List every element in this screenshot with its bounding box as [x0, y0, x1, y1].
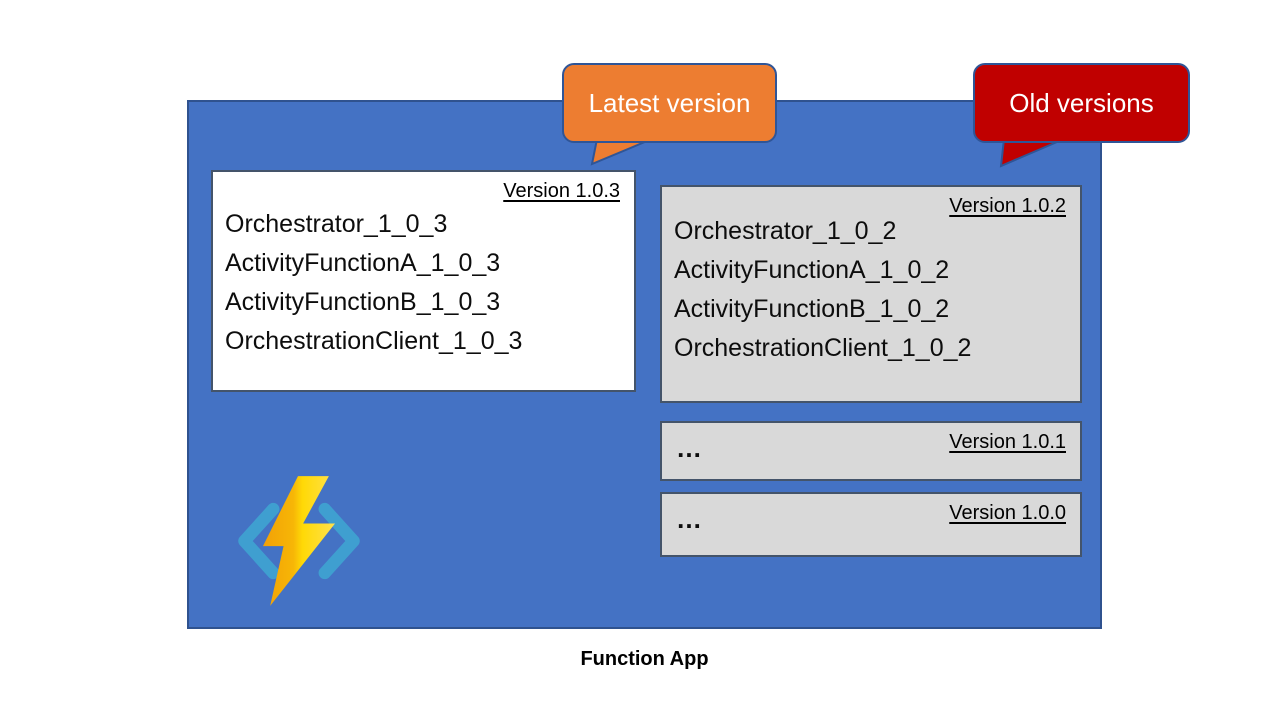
version-label: Version 1.0.2 — [949, 195, 1066, 217]
function-name: ActivityFunctionA_1_0_3 — [225, 249, 501, 277]
latest-version-callout: Latest version — [562, 63, 777, 143]
ellipsis-text: … — [676, 504, 704, 534]
function-list: Orchestrator_1_0_3 ActivityFunctionA_1_0… — [213, 203, 634, 361]
version-1-0-1-box: Version 1.0.1 … — [660, 421, 1082, 481]
version-label: Version 1.0.1 — [949, 431, 1066, 453]
lightning-bolt-icon — [262, 476, 336, 606]
left-bracket-icon — [238, 502, 280, 580]
function-name: OrchestrationClient_1_0_3 — [225, 327, 523, 355]
function-list: Orchestrator_1_0_2 ActivityFunctionA_1_0… — [662, 210, 1080, 368]
function-name: Orchestrator_1_0_2 — [674, 217, 897, 245]
callout-label: Old versions — [1009, 87, 1154, 118]
old-versions-callout: Old versions — [973, 63, 1190, 143]
version-1-0-2-box: Version 1.0.2 Orchestrator_1_0_2 Activit… — [660, 185, 1082, 403]
callout-label: Latest version — [588, 87, 751, 118]
version-label: Version 1.0.0 — [949, 502, 1066, 524]
function-app-caption: Function App — [580, 648, 709, 670]
function-name: ActivityFunctionB_1_0_3 — [225, 288, 501, 316]
function-name: ActivityFunctionB_1_0_2 — [674, 295, 950, 323]
ellipsis-text: … — [676, 433, 704, 463]
version-label: Version 1.0.3 — [503, 180, 620, 202]
azure-functions-icon — [238, 476, 360, 606]
function-name: OrchestrationClient_1_0_2 — [674, 334, 972, 362]
function-name: ActivityFunctionA_1_0_2 — [674, 256, 950, 284]
version-1-0-0-box: Version 1.0.0 … — [660, 492, 1082, 557]
version-1-0-3-box: Version 1.0.3 Orchestrator_1_0_3 Activit… — [211, 170, 636, 392]
function-name: Orchestrator_1_0_3 — [225, 210, 448, 238]
right-bracket-icon — [318, 502, 360, 580]
